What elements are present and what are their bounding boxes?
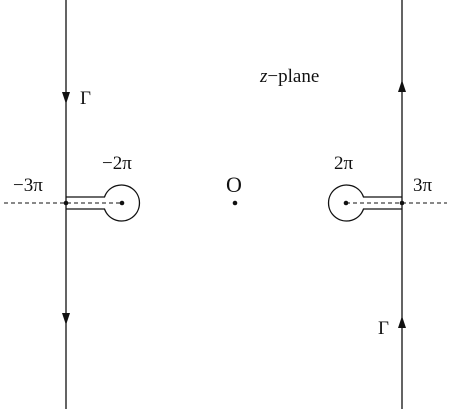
point-neg-three-pi	[63, 200, 69, 206]
label-neg-three-pi: −3π	[13, 175, 43, 196]
right-arrow-up-upper	[398, 80, 406, 92]
label-three-pi: 3π	[413, 175, 433, 196]
gamma-label-left: Γ	[80, 88, 91, 109]
left-arrow-down-upper	[62, 92, 70, 104]
point-origin	[232, 200, 238, 206]
left-keyhole-contour	[66, 184, 141, 222]
right-keyhole-contour	[327, 184, 402, 222]
point-three-pi	[399, 200, 405, 206]
point-neg-two-pi	[119, 200, 125, 206]
label-two-pi: 2π	[334, 153, 354, 174]
plane-variable: z	[259, 66, 268, 87]
gamma-label-right: Γ	[378, 318, 389, 339]
label-origin: O	[226, 172, 242, 197]
plane-label: z−plane	[259, 66, 319, 87]
point-two-pi	[343, 200, 349, 206]
right-arrow-up-lower	[398, 316, 406, 328]
label-neg-two-pi: −2π	[102, 153, 132, 174]
plane-suffix: −plane	[267, 66, 319, 87]
left-arrow-down-lower	[62, 313, 70, 325]
